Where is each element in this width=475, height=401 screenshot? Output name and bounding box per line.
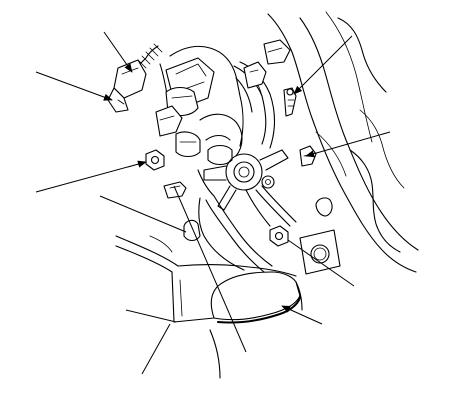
- nut-lower: [269, 225, 289, 247]
- floor-panel: [115, 235, 303, 379]
- cable-harness: [233, 39, 291, 149]
- cap-left: [183, 219, 201, 242]
- clip-left: [163, 181, 187, 199]
- callout-6: [99, 195, 187, 233]
- callout-leaders: [35, 31, 391, 375]
- callout-9: [125, 309, 177, 323]
- panel-edges: [149, 197, 245, 271]
- mount-plate: [299, 229, 341, 275]
- callout-2: [35, 71, 113, 101]
- nut-upper-left: [145, 149, 165, 171]
- callout-4: [35, 160, 147, 193]
- body-panel: [267, 11, 419, 273]
- cable-rod: [197, 169, 273, 273]
- callout-1: [103, 31, 133, 73]
- callout-10: [173, 185, 247, 353]
- lever-assembly: [203, 149, 297, 227]
- callout-5: [305, 131, 391, 158]
- callout-3: [293, 35, 353, 95]
- callout-8: [281, 305, 323, 325]
- clip-right: [299, 145, 317, 167]
- bolt-right: [283, 87, 297, 117]
- main-bracket: [159, 45, 244, 166]
- sensor-assembly: [107, 43, 201, 158]
- callout-7: [287, 239, 355, 287]
- callout-11: [141, 323, 171, 375]
- grommet-right: [315, 197, 333, 217]
